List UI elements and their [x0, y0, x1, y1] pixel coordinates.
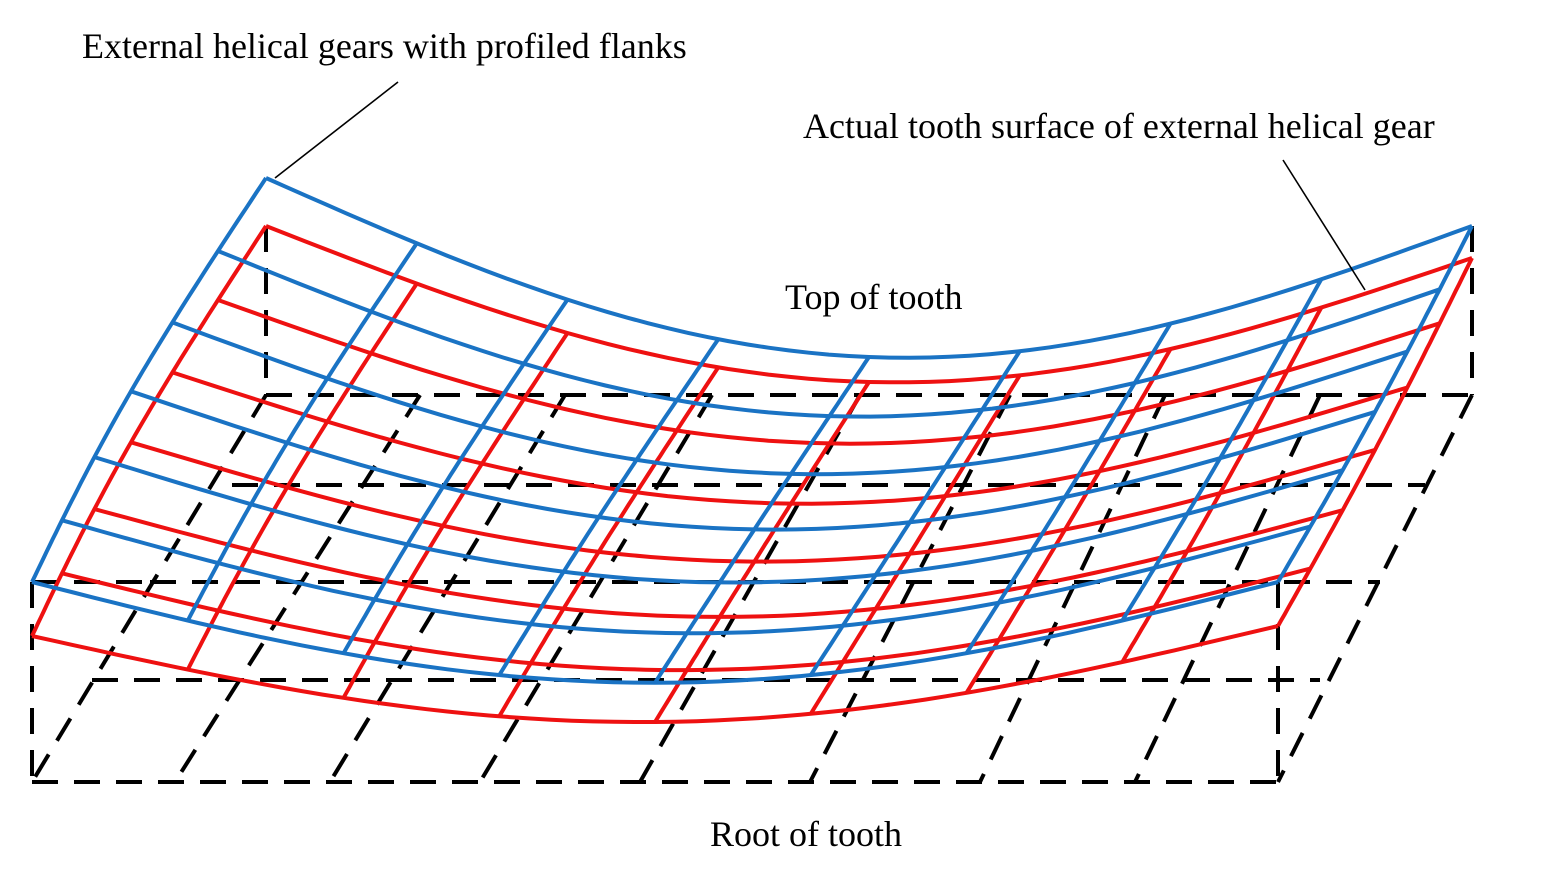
box-edge — [173, 393, 422, 784]
actual-tooth-surface-mesh — [30, 224, 1474, 724]
actual-surface-column-line — [1120, 306, 1324, 664]
top-of-tooth-label: Top of tooth — [785, 277, 963, 317]
actual-surface-label: Actual tooth surface of external helical… — [803, 106, 1435, 146]
box-edge — [638, 394, 862, 783]
profiled-surface-column-line — [186, 242, 419, 622]
actual-surface-column-line — [964, 347, 1173, 694]
external-gear-label: External helical gears with profiled fla… — [82, 26, 687, 66]
profiled-surface-column-line — [341, 298, 570, 655]
leader-lines — [274, 81, 1366, 291]
box-edge — [478, 393, 714, 784]
actual-surface-column-line — [497, 366, 720, 718]
box-edge — [328, 393, 567, 784]
actual-surface-column-line — [809, 374, 1022, 715]
box-edge — [1276, 394, 1474, 783]
box-edge — [808, 394, 1012, 783]
actual-surface-column-line — [1276, 257, 1474, 627]
actual-surface-row-line — [31, 624, 1279, 724]
profiled-surface-column-line — [30, 176, 268, 583]
profiled-surface-column-line — [809, 350, 1022, 677]
actual-surface-column-line — [186, 282, 419, 671]
leader-line-external — [274, 81, 399, 179]
actual-surface-column-line — [341, 331, 570, 699]
actual-surface-column-line — [653, 380, 871, 724]
profiled-flank-surface-mesh — [30, 176, 1474, 685]
reference-box — [30, 226, 1474, 784]
profiled-surface-column-line — [964, 322, 1173, 655]
profiled-surface-column-line — [497, 338, 720, 677]
actual-surface-column-line — [30, 224, 268, 637]
box-edge — [30, 393, 268, 784]
root-of-tooth-label: Root of tooth — [710, 814, 903, 854]
leader-line-actual — [1282, 159, 1366, 291]
profiled-surface-column-line — [1276, 225, 1474, 584]
profiled-surface-column-line — [653, 355, 871, 684]
profiled-surface-column-line — [1120, 278, 1324, 622]
